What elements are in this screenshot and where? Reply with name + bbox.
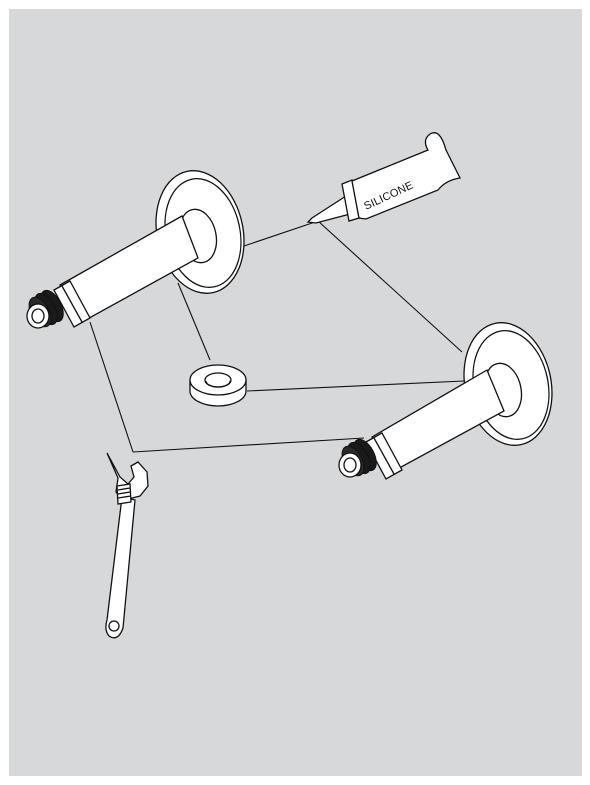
line-elbow-left-to-wrench — [89, 321, 134, 453]
elbow-right-collar-groove — [373, 437, 395, 475]
elbow-left-collar-groove — [61, 285, 83, 323]
adjustable-wrench — [105, 452, 149, 639]
tube-nozzle — [306, 194, 351, 224]
wrench-handle — [105, 496, 136, 639]
mounting-elbow-left — [26, 170, 245, 329]
elbow-right-outlet-bore — [343, 457, 357, 473]
line-wrench-to-elbow-right — [132, 437, 365, 453]
line-elbow-left-to-washer — [177, 282, 211, 361]
mounting-elbow-right — [338, 322, 553, 480]
connector-lines — [89, 220, 465, 453]
elbow-left-outlet-bore — [31, 308, 45, 324]
line-elbow-left-to-silicone — [243, 220, 319, 247]
silicone-tube: SILICONE — [306, 132, 461, 224]
tube-crimp — [424, 132, 447, 151]
line-silicone-to-elbow-right — [317, 220, 463, 353]
sealing-washer — [189, 364, 247, 407]
line-washer-to-elbow-right — [246, 380, 465, 392]
wrench-hang-hole — [108, 620, 120, 632]
